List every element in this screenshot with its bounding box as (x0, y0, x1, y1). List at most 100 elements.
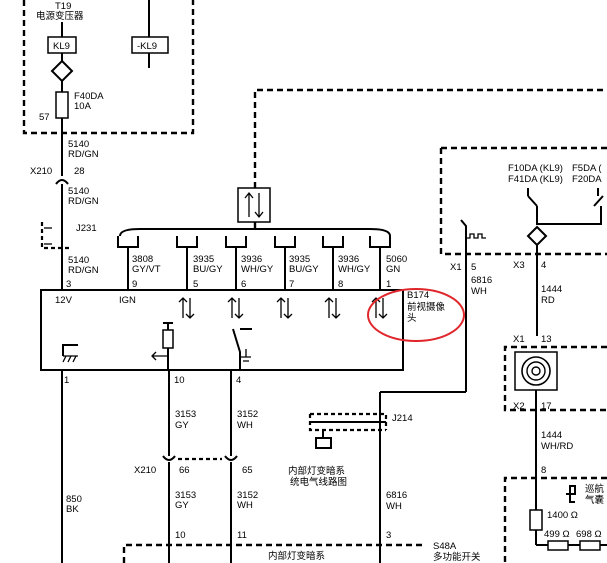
bus-wire-3-circuit: 3936 (241, 254, 262, 265)
bus-wire-2-pin: 5 (193, 279, 198, 290)
bottom-wires: 1 850 BK 10 3153 GY 4 3152 WH X210 66 65… (61, 370, 481, 563)
fuse-f5-label: F5DA ( (572, 163, 602, 174)
signal-arrows-icon (276, 297, 293, 319)
fuse-f10-label: F10DA (KL9) (508, 163, 563, 174)
bus-wire-4-circuit: 3935 (289, 254, 310, 265)
fuse-icon (55, 91, 69, 119)
pulse-icon (467, 233, 486, 239)
wire-3153-circuit: 3153 (175, 409, 196, 420)
j214-boundary (308, 412, 388, 432)
right-section: X1 5 6816 WH F10DA (KL9) F41DA (KL9) F5D… (380, 146, 607, 563)
right-edge-line1: 巡航 (585, 483, 605, 495)
wire-3152-circuit: 3152 (237, 409, 258, 420)
resistor-1400-label: 1400 Ω (547, 510, 578, 521)
x210-top-pin: 28 (74, 166, 85, 177)
bus-wire-2-color: BU/GY (193, 264, 223, 275)
wire-6816-a-circuit: 6816 (471, 275, 492, 286)
bus-cap-5 (322, 236, 344, 248)
bus-arrow-down-icon (254, 193, 264, 219)
bus-arrow-up-icon (244, 191, 254, 217)
fuse-f41-label: F41DA (KL9) (508, 174, 563, 185)
fuse-pin: 57 (39, 112, 50, 123)
power-source-id: T19 (55, 1, 71, 12)
wire-1444-a-color: RD (541, 295, 555, 306)
bus-wire-3-pin: 6 (241, 279, 246, 290)
signal-arrows-icon (227, 297, 244, 319)
camera-name-line2: 头 (407, 312, 417, 324)
bus-cap-2 (176, 236, 198, 248)
relay-diamond-icon (526, 225, 548, 247)
resistor-1400-icon (529, 509, 543, 531)
x210-bottom-connector-icon (162, 455, 176, 461)
wire-1444-a-circuit: 1444 (541, 284, 562, 295)
reference-icon (566, 485, 576, 503)
wire-3152-b-color: WH (237, 500, 253, 511)
x1-switch-icon (460, 219, 467, 254)
wire-6816-b-color: WH (386, 501, 402, 512)
wire-850-color: BK (66, 504, 79, 515)
bus-drop-5: 3936 WH/GY 8 (322, 236, 371, 290)
switch-icon (232, 328, 252, 370)
resistor-module-boundary (503, 476, 607, 563)
ground-icon (62, 355, 78, 363)
pin-10: 10 (174, 375, 185, 386)
wire-3153-b-pin: 10 (175, 530, 186, 541)
signal-arrows-icon (324, 297, 341, 319)
neg-kl9-label: -KL9 (137, 41, 157, 52)
bus-wire-6-circuit: 5060 (386, 254, 407, 265)
bus-cap-1 (117, 236, 139, 248)
bus-cap-4 (274, 236, 296, 248)
wire-3153-color: GY (175, 420, 189, 431)
bus-wire-5-circuit: 3936 (338, 254, 359, 265)
wire-5140-b-circuit: 5140 (68, 186, 89, 197)
camera-id: B174 (407, 290, 429, 301)
x1-right-pin: 13 (541, 334, 552, 345)
supply-wire-group: 5140 RD/GN X210 28 5140 RD/GN J231 5140 … (30, 118, 99, 290)
kl9-label: KL9 (53, 41, 70, 52)
fuse-switch-icon (527, 195, 538, 207)
camera-module: 12V IGN B174 前视摄像 头 (40, 288, 465, 371)
pin-8: 8 (541, 465, 546, 476)
x2-id: X2 (513, 401, 525, 412)
s48a-name: 多功能开关 (433, 551, 481, 563)
camera-pin-12v: 12V (55, 295, 73, 306)
x3-id: X3 (513, 260, 525, 271)
s48a-id: S48A (433, 541, 457, 552)
bus-wire-1-pin: 9 (132, 279, 137, 290)
wire-3153-b-circuit: 3153 (175, 490, 196, 501)
bus-brace (119, 228, 391, 237)
x1-connector-id: X1 (450, 262, 462, 273)
bus-dashed-boundary (253, 88, 607, 228)
resistor-698-icon (579, 540, 601, 551)
wire-6816-a-color: WH (471, 286, 487, 297)
wire-850-circuit: 850 (66, 494, 82, 505)
wire-5140-c-color: RD/GN (68, 265, 99, 276)
bus-drop-6: 5060 GN 1 (369, 236, 407, 290)
wire-6816-b-circuit: 6816 (386, 490, 407, 501)
reference-icon (315, 430, 332, 449)
wire-1444-b-circuit: 1444 (541, 430, 562, 441)
x210-bottom-connector-icon (224, 455, 238, 461)
arrow-left-icon (151, 351, 168, 361)
bus-wire-5-color: WH/GY (338, 264, 371, 275)
bus-drop-3: 3936 WH/GY 6 (225, 236, 274, 290)
ground-icon (241, 349, 251, 362)
relay-diamond-icon (50, 59, 74, 83)
bus-wire-3-color: WH/GY (241, 264, 274, 275)
interior-ref-line1: 内部灯变暗系 (288, 465, 345, 477)
x210-top-connector-icon (55, 179, 69, 185)
bus-wire-4-pin: 7 (289, 279, 294, 290)
x210-bottom-pin-b: 65 (242, 465, 253, 476)
wire-3152-b-circuit: 3152 (237, 490, 258, 501)
bus-drop-4: 3935 BU/GY 7 (274, 236, 319, 290)
bus-wire-6-color: GN (386, 264, 400, 275)
bus-cap-3 (225, 236, 247, 248)
x3-pin: 4 (541, 260, 546, 271)
x1-pin: 5 (471, 262, 476, 273)
x2-pin: 17 (541, 401, 552, 412)
j231-id: J231 (76, 223, 97, 234)
highlight-circle (367, 288, 465, 342)
clockspring-boundary (503, 345, 607, 412)
signal-arrows-icon (178, 297, 195, 319)
camera-body (40, 289, 404, 371)
